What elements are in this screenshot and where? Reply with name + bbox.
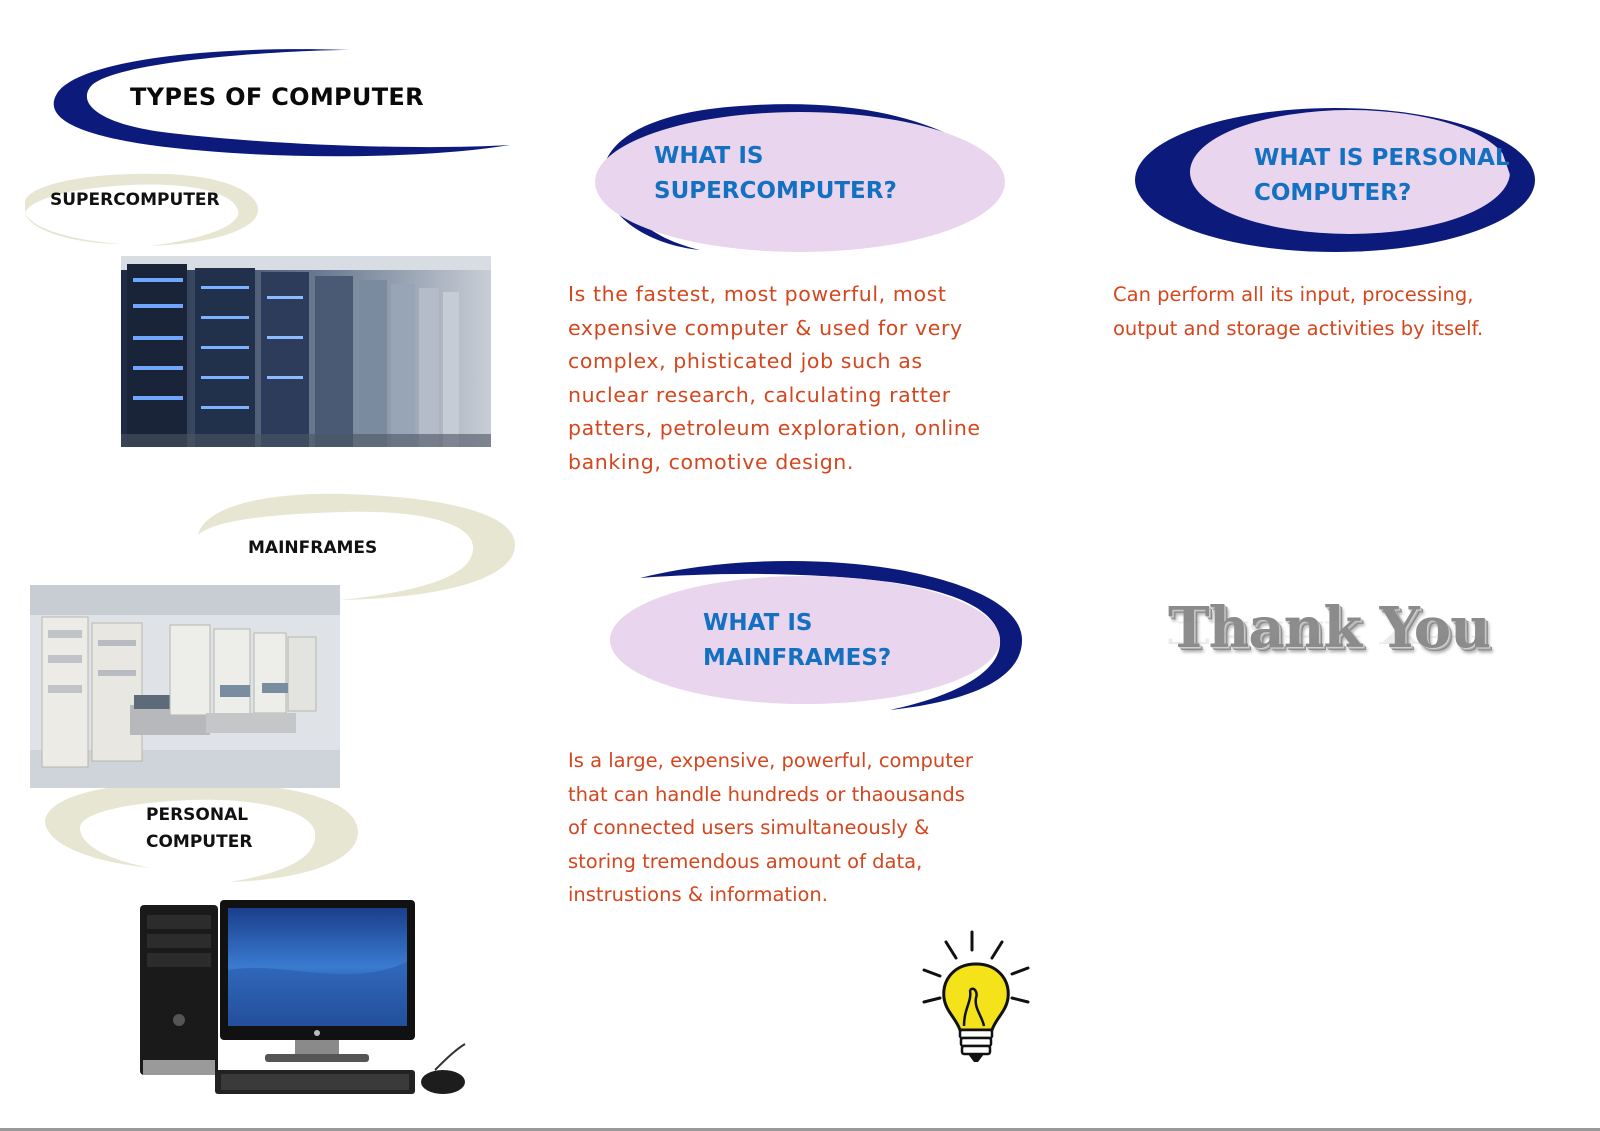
page-bottom-border [0,1128,1600,1131]
answer-line: nuclear research, calculating ratter [568,382,951,407]
mainframes-image [30,585,340,788]
thank-you-reflection: Thank You [1168,613,1490,650]
question-mainframes-line2: MAINFRAMES? [703,645,892,671]
mainframes-question-shape [610,560,1022,710]
answer-line: storing tremendous amount of data, [568,849,923,873]
thank-you-text: Thank You [1168,595,1491,661]
hp-logo-icon [173,1014,185,1026]
personal-question-shape [1135,108,1535,252]
answer-supercomputer: Is the fastest, most powerful, most expe… [568,278,981,479]
answer-line: of connected users simultaneously & [568,816,930,839]
question-supercomputer-line2: SUPERCOMPUTER? [654,178,897,204]
label-supercomputer: SUPERCOMPUTER [50,190,220,210]
question-supercomputer-line1: WHAT IS [654,143,764,169]
supercomputer-swoosh [25,173,258,246]
personal-swoosh [45,782,358,882]
answer-line: banking, comotive design. [568,449,855,474]
answer-line: that can handle hundreds or thaousands [568,782,965,806]
answer-personal: Can perform all its input, processing, o… [1113,278,1483,345]
question-supercomputer: WHAT IS SUPERCOMPUTER? [654,139,897,209]
personal-computer-image [135,900,480,1100]
answer-line: Is the fastest, most powerful, most [568,282,947,306]
supercomputer-question-shape [595,104,1005,252]
label-personal-computer: PERSONAL COMPUTER [146,802,252,856]
answer-line: output and storage activities by itself. [1113,316,1484,340]
question-mainframes: WHAT IS MAINFRAMES? [703,606,891,676]
question-mainframes-line1: WHAT IS [703,610,813,636]
answer-line: Can perform all its input, processing, [1113,283,1474,306]
answer-mainframes: Is a large, expensive, powerful, compute… [568,744,973,912]
label-personal-line2: COMPUTER [146,832,253,852]
answer-line: expensive computer & used for very [568,315,963,340]
answer-line: patters, petroleum exploration, online [568,416,981,440]
supercomputer-image [121,256,491,447]
question-personal-line1: WHAT IS PERSONAL [1254,145,1510,171]
answer-line: Is a large, expensive, powerful, compute… [568,749,973,772]
answer-line: instrustions & information. [568,883,828,906]
lightbulb-icon [920,928,1040,1068]
page-title: TYPES OF COMPUTER [130,83,424,111]
answer-line: complex, phisticated job such as [568,349,923,373]
question-personal: WHAT IS PERSONAL COMPUTER? [1254,141,1510,211]
question-personal-line2: COMPUTER? [1254,180,1412,206]
label-personal-line1: PERSONAL [146,805,249,825]
label-mainframes: MAINFRAMES [248,538,378,558]
